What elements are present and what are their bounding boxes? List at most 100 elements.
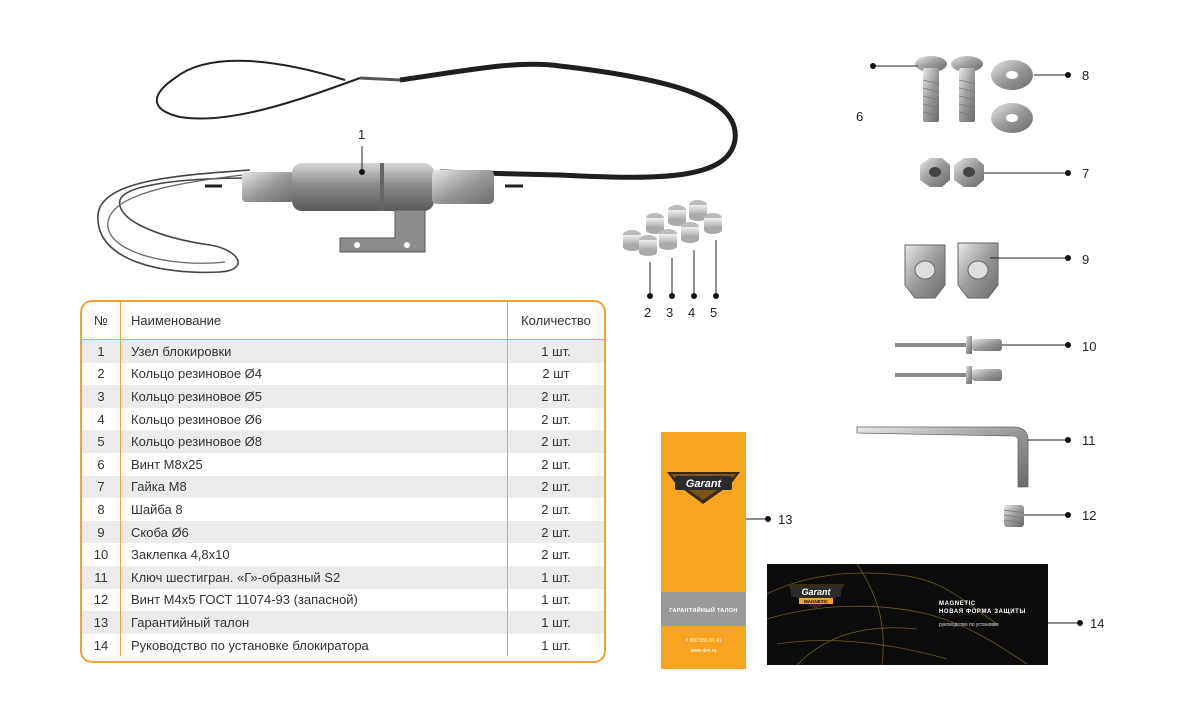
manual-logo-text: Garant (801, 587, 831, 597)
callout-12: 12 (1082, 508, 1097, 523)
installation-manual: Garant MAGNETIC MAGNETIC НОВАЯ ФОРМА ЗАЩ… (767, 564, 1048, 665)
manual-title-2: НОВАЯ ФОРМА ЗАЩИТЫ (939, 609, 1026, 615)
row-name: Гарантийный талон (120, 611, 507, 634)
parts-table: № Наименование Количество 1 Узел блокиров… (80, 300, 606, 663)
set-screw (1003, 505, 1071, 527)
garant-logo-icon: Garant (667, 472, 740, 504)
row-qty: 2 шт. (507, 430, 604, 453)
row-qty: 2 шт. (507, 452, 604, 476)
locking-unit (97, 59, 738, 274)
row-qty: 2 шт (507, 362, 604, 386)
row-name: Заклепка 4,8х10 (120, 543, 507, 566)
row-num: 8 (97, 501, 105, 517)
row-num: 3 (97, 388, 105, 404)
row-name: Винт М4х5 ГОСТ 11074-93 (запасной) (120, 588, 507, 612)
callout-14: 14 (1090, 616, 1105, 631)
row-num: 6 (97, 456, 105, 472)
table-header: № Наименование Количество (82, 302, 604, 340)
callout-2: 2 (644, 305, 652, 320)
callout-11: 11 (1082, 433, 1096, 448)
callout-13: 13 (778, 512, 793, 527)
row-name: Шайба 8 (120, 498, 507, 521)
callout-6: 6 (856, 109, 864, 124)
callout-9: 9 (1082, 252, 1090, 267)
row-qty: 2 шт. (507, 543, 604, 566)
row-name: Кольцо резиновое Ø6 (120, 407, 507, 431)
row-name: Ключ шестигран. «Г»-образный S2 (120, 565, 507, 589)
row-qty: 2 шт. (507, 475, 604, 499)
card-site: www.dim.ru (690, 648, 717, 654)
row-num: 1 (97, 343, 105, 359)
row-qty: 1 шт. (507, 565, 604, 589)
washers (991, 60, 1071, 133)
callout-7: 7 (1082, 166, 1090, 181)
bolts (870, 56, 983, 122)
nuts (920, 158, 1071, 187)
row-num: 12 (93, 592, 109, 608)
rivets (895, 336, 1071, 384)
row-name: Кольцо резиновое Ø5 (120, 385, 507, 408)
row-qty: 1 шт. (507, 340, 604, 363)
callout-8: 8 (1082, 68, 1090, 83)
row-qty: 1 шт. (507, 633, 604, 657)
card-phone: 8 800 555 01 41 (685, 638, 722, 644)
callout-10: 10 (1082, 339, 1097, 354)
rubber-rings (623, 200, 722, 299)
row-qty: 1 шт. (507, 588, 604, 612)
row-num: 14 (93, 637, 109, 653)
clamps (904, 242, 1071, 299)
header-num: № (94, 313, 108, 328)
row-name: Кольцо резиновое Ø8 (120, 430, 507, 453)
manual-title-1: MAGNETIC (939, 601, 976, 607)
row-name: Руководство по установке блокиратора (120, 633, 507, 657)
callout-5: 5 (710, 305, 718, 320)
hex-key (856, 426, 1071, 488)
manual-logo-sub: MAGNETIC (804, 599, 829, 604)
manual-subtitle: руководство по установке (939, 622, 1000, 628)
header-qty: Количество (507, 302, 604, 339)
row-num: 5 (97, 434, 105, 450)
card-band (661, 592, 746, 626)
row-qty: 2 шт. (507, 520, 604, 544)
callout-4: 4 (688, 305, 696, 320)
callout-1: 1 (358, 127, 366, 142)
table-row: 12 Винт М4х5 ГОСТ 11074-93 (запасной)1 шт… (82, 588, 604, 612)
row-num: 10 (93, 547, 109, 563)
manual-car-outline: Garant MAGNETIC (767, 564, 1028, 665)
row-name: Винт М8х25 (120, 452, 507, 476)
row-num: 11 (94, 569, 108, 585)
row-num: 4 (97, 411, 105, 427)
callout-3: 3 (666, 305, 674, 320)
header-name: Наименование (120, 302, 507, 339)
row-name: Кольцо резиновое Ø4 (120, 362, 507, 386)
row-qty: 1 шт. (507, 611, 604, 634)
row-qty: 2 шт. (507, 385, 604, 408)
row-num: 13 (93, 614, 109, 630)
warranty-card: Garant ГАРАНТИЙНЫЙ ТАЛОН 8 800 555 01 41… (661, 432, 746, 669)
card-logo-text: Garant (686, 478, 723, 490)
card-band-text: ГАРАНТИЙНЫЙ ТАЛОН (669, 608, 738, 614)
row-qty: 2 шт. (507, 407, 604, 431)
row-num: 7 (97, 479, 105, 495)
row-name: Гайка М8 (120, 475, 507, 499)
row-name: Скоба Ø6 (120, 520, 507, 544)
row-qty: 2 шт. (507, 498, 604, 521)
row-name: Узел блокировки (120, 340, 507, 363)
row-num: 9 (97, 524, 105, 540)
row-num: 2 (97, 366, 105, 382)
